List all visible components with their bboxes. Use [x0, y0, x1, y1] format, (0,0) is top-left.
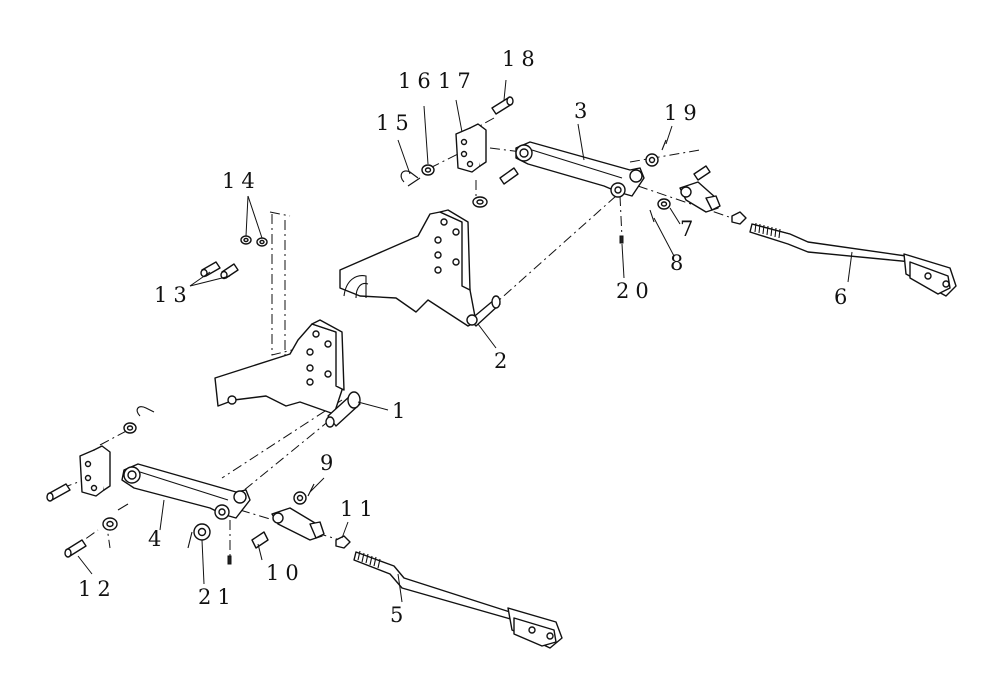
- lower-rod-threads: [357, 550, 381, 569]
- lower-hardware: [46, 406, 351, 565]
- callout-17: 17: [438, 69, 477, 93]
- callout-2: 2: [494, 349, 513, 373]
- callout-5: 5: [390, 603, 409, 627]
- callout-4: 4: [148, 527, 167, 551]
- callout-14: 14: [222, 169, 261, 193]
- upper-lift-arm: [515, 141, 645, 198]
- upper-clevis-bracket: [455, 123, 487, 173]
- upper-link-rod: [749, 222, 957, 297]
- callout-7: 7: [680, 217, 699, 241]
- callout-16: 16: [398, 69, 437, 93]
- lower-mounting-bracket: [214, 319, 361, 428]
- lower-clevis-bracket: [79, 445, 111, 497]
- leader-lines: [77, 79, 853, 603]
- callout-13: 13: [154, 283, 193, 307]
- callout-15: 15: [376, 111, 415, 135]
- callout-10: 10: [266, 561, 305, 585]
- upper-rod-threads: [754, 222, 781, 239]
- callout-1: 1: [392, 399, 411, 423]
- hardware-13-14: [200, 235, 268, 280]
- lower-link-rod: [353, 550, 563, 649]
- callout-11: 11: [340, 497, 379, 521]
- callout-6: 6: [834, 285, 853, 309]
- lower-lift-arm: [121, 463, 251, 520]
- callout-9: 9: [320, 451, 339, 475]
- callout-19: 19: [664, 101, 703, 125]
- callout-21: 21: [198, 585, 237, 609]
- callout-labels: 1 2 3 4 5 6 7 8 9 10 11 12 13 14 15 16 1…: [78, 47, 853, 627]
- callout-3: 3: [574, 99, 593, 123]
- callout-20: 20: [616, 279, 655, 303]
- callout-18: 18: [502, 47, 541, 71]
- upper-hardware: [400, 96, 747, 244]
- callout-12: 12: [78, 577, 117, 601]
- callout-8: 8: [670, 251, 689, 275]
- upper-mounting-bracket: [339, 209, 501, 327]
